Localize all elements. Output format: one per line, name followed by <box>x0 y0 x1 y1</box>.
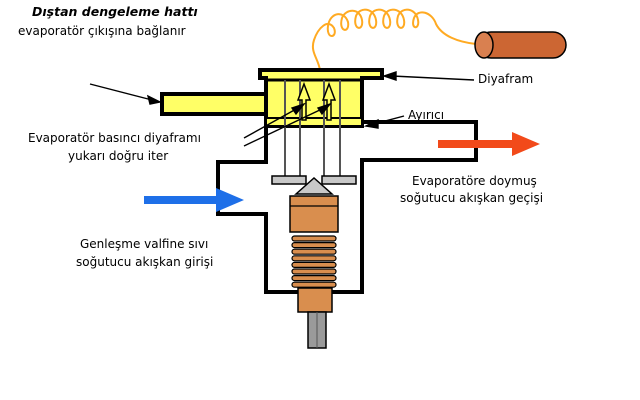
diaphragm-label: Diyafram <box>478 72 534 86</box>
valve-needle <box>294 176 334 195</box>
title-label: Dıştan dengeleme hattı <box>32 4 198 19</box>
spring-coil <box>291 242 337 249</box>
inlet-label-line2: soğutucu akışkan girişi <box>76 255 214 269</box>
leader-lines <box>89 71 475 147</box>
needle-carrier <box>289 195 339 233</box>
spring-coil <box>291 248 337 255</box>
capillary-tube <box>311 8 477 71</box>
adjustment-spring <box>291 235 337 288</box>
spring-coil <box>291 268 337 275</box>
spring-coil <box>291 281 337 288</box>
diaphragm-up-arrows <box>296 81 337 121</box>
spring-seat <box>297 287 333 313</box>
inlet-label-line1: Genleşme valfine sıvı <box>80 237 209 251</box>
sensing-bulb <box>474 31 567 59</box>
pressure-label-line1: Evaporatör basıncı diyaframı <box>28 131 201 145</box>
subtitle-label: evaporatör çıkışına bağlanır <box>18 24 186 38</box>
spring-coil <box>291 261 337 268</box>
spring-coil <box>291 275 337 282</box>
outlet-label-line2: soğutucu akışkan geçişi <box>400 191 544 205</box>
external-equalizer-tube <box>160 92 270 116</box>
separator-label: Ayırıcı <box>408 108 445 122</box>
pressure-label-line2: yukarı doğru iter <box>68 149 169 163</box>
valve-seat <box>271 175 357 185</box>
outlet-arrow-icon <box>438 132 540 156</box>
separator-plate <box>265 117 363 127</box>
inlet-arrow-icon <box>144 188 244 212</box>
outlet-label-line1: Evaporatöre doymuş <box>412 174 537 188</box>
valve-seat-wall <box>272 178 356 292</box>
spring-coil <box>291 255 337 262</box>
spring-coil <box>291 235 337 242</box>
valve-body <box>216 120 478 294</box>
